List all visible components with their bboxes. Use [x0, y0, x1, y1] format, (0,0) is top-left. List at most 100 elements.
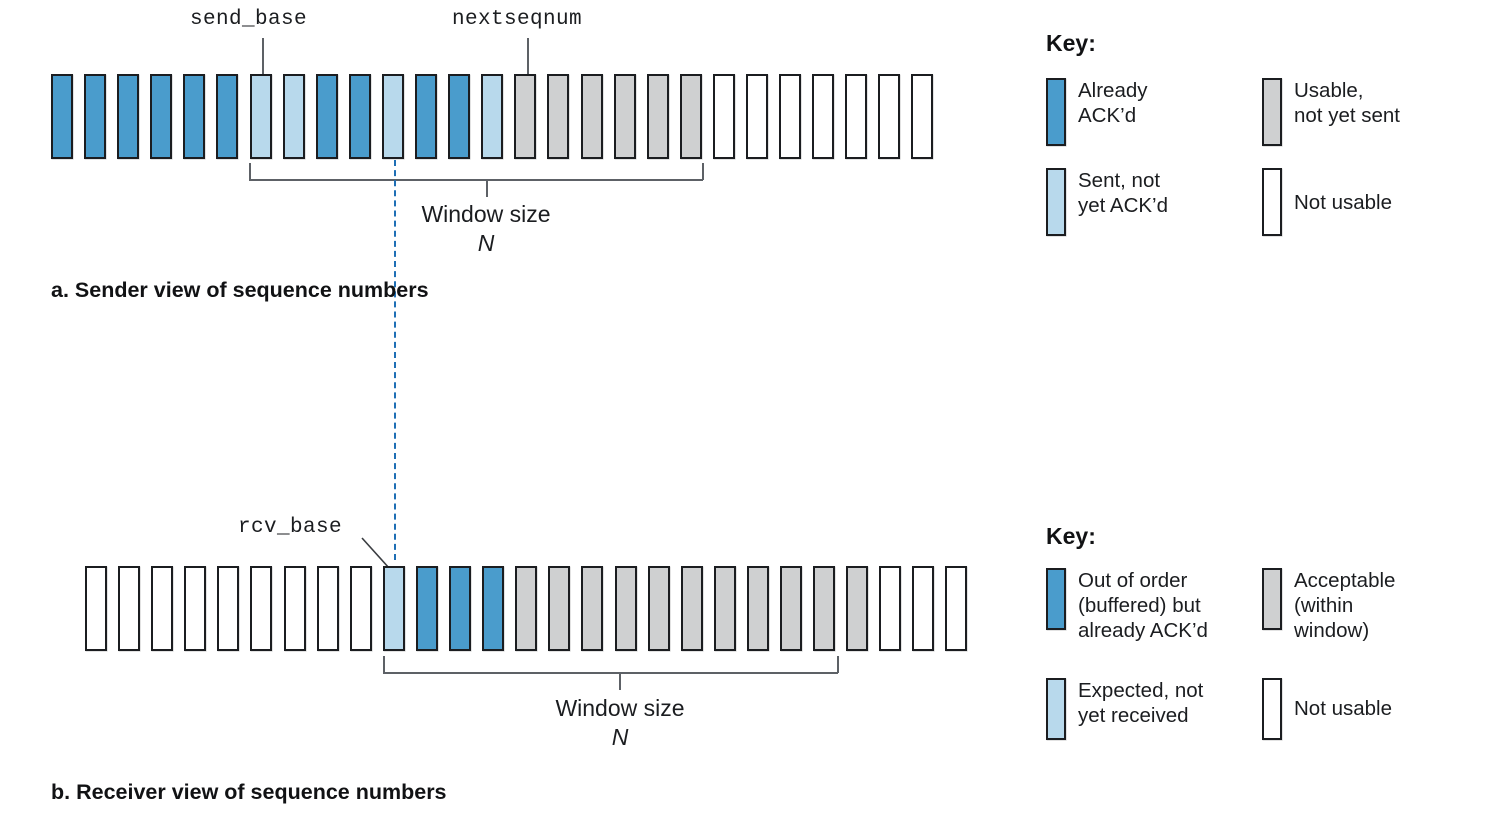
key-line-2: not yet sent	[1294, 104, 1400, 127]
sender-cell-15	[547, 74, 570, 159]
sender-cell-3	[150, 74, 173, 159]
key-line-1: Acceptable	[1294, 569, 1396, 592]
receiver-cell-2	[151, 566, 174, 651]
key-line-2: yet ACK’d	[1078, 194, 1169, 217]
key-receiver-label-not-usable: Not usable	[1294, 678, 1392, 721]
key-line-1: Sent, not	[1078, 169, 1161, 192]
sender-caption: a. Sender view of sequence numbers	[51, 278, 429, 302]
swatch-already-ackd	[1046, 78, 1066, 146]
key-line-1: Expected, not	[1078, 679, 1204, 702]
key-sender-label-usable-not-sent: Usable, not yet sent	[1294, 78, 1400, 128]
sender-window-size-label: Window size N	[336, 200, 636, 259]
alignment-guide-dashed-line	[394, 160, 396, 560]
swatch-not-usable	[1262, 678, 1282, 740]
swatch-expected-not-received	[1046, 678, 1066, 740]
key-sender-item-usable-not-sent: Usable, not yet sent	[1262, 78, 1400, 146]
receiver-window-bracket-left	[383, 656, 385, 673]
sender-cell-17	[613, 74, 636, 159]
key-sender-label-not-usable: Not usable	[1294, 168, 1392, 215]
sender-window-bracket-left	[249, 163, 251, 180]
receiver-cell-8	[349, 566, 372, 651]
sender-cell-1	[84, 74, 107, 159]
receiver-cell-17	[647, 566, 670, 651]
key-sender-item-sent-not-ackd: Sent, not yet ACK’d	[1046, 168, 1168, 236]
sender-cell-26	[911, 74, 934, 159]
sender-window-bracket-span	[249, 179, 703, 181]
key-sender-label-sent-not-ackd: Sent, not yet ACK’d	[1078, 168, 1168, 218]
receiver-cell-9	[382, 566, 405, 651]
key-receiver-item-out-of-order: Out of order (buffered) but already ACK’…	[1046, 568, 1208, 643]
sender-cell-2	[117, 74, 140, 159]
key-sender-item-not-usable: Not usable	[1262, 168, 1392, 236]
sender-window-bracket-right	[702, 163, 704, 180]
key-line-2: ACK’d	[1078, 104, 1137, 127]
key-receiver-item-expected: Expected, not yet received	[1046, 678, 1203, 740]
key-line-3: already ACK’d	[1078, 619, 1208, 642]
sender-cell-4	[183, 74, 206, 159]
receiver-cell-19	[713, 566, 736, 651]
swatch-sent-not-yet-ackd	[1046, 168, 1066, 236]
receiver-cell-24	[879, 566, 902, 651]
key-line-1: Not usable	[1294, 697, 1393, 720]
key-sender-item-already-ackd: Already ACK’d	[1046, 78, 1148, 146]
sender-window-size-symbol: N	[477, 230, 495, 257]
receiver-cell-4	[217, 566, 240, 651]
sender-cell-8	[315, 74, 338, 159]
receiver-cell-11	[449, 566, 472, 651]
receiver-cell-23	[846, 566, 869, 651]
swatch-not-usable	[1262, 168, 1282, 236]
receiver-cell-15	[581, 566, 604, 651]
receiver-cell-12	[482, 566, 505, 651]
swatch-acceptable-within-window	[1262, 568, 1282, 630]
receiver-cell-6	[283, 566, 306, 651]
key-line-2: (within	[1294, 594, 1354, 617]
key-receiver-label-expected: Expected, not yet received	[1078, 678, 1203, 728]
receiver-cell-0	[85, 566, 107, 651]
receiver-cell-3	[184, 566, 207, 651]
sender-window-bracket-stem	[486, 179, 488, 197]
sender-cell-16	[580, 74, 603, 159]
receiver-cell-7	[316, 566, 339, 651]
receiver-cell-1	[118, 566, 141, 651]
receiver-window-bracket-span	[383, 672, 838, 674]
receiver-window-bracket-right	[837, 656, 839, 673]
receiver-cell-13	[515, 566, 538, 651]
sender-cell-10	[381, 74, 404, 159]
sender-cell-0	[51, 74, 73, 159]
receiver-cell-10	[415, 566, 438, 651]
sender-cell-11	[415, 74, 438, 159]
receiver-caption: b. Receiver view of sequence numbers	[51, 780, 447, 804]
receiver-cell-26	[945, 566, 968, 651]
receiver-cell-5	[250, 566, 273, 651]
receiver-window-size-label: Window size N	[470, 694, 770, 753]
sender-cell-18	[646, 74, 669, 159]
receiver-cell-18	[680, 566, 703, 651]
key-line-2: yet received	[1078, 704, 1189, 727]
send-base-leader-line	[262, 38, 264, 74]
rcv-base-label: rcv_base	[238, 516, 343, 539]
receiver-cell-25	[912, 566, 935, 651]
sender-cell-6	[249, 74, 272, 159]
rcv-base-leader-line	[361, 537, 390, 569]
key-line-3: window)	[1294, 619, 1370, 642]
sender-cell-13	[481, 74, 504, 159]
sender-cell-9	[348, 74, 371, 159]
sender-cell-24	[845, 74, 868, 159]
sender-cell-22	[779, 74, 802, 159]
sender-cell-21	[745, 74, 768, 159]
nextseqnum-label: nextseqnum	[452, 8, 583, 31]
swatch-usable-not-yet-sent	[1262, 78, 1282, 146]
sender-sequence-row	[51, 74, 934, 159]
key-receiver-label-out-of-order: Out of order (buffered) but already ACK’…	[1078, 568, 1208, 643]
key-line-1: Out of order	[1078, 569, 1188, 592]
key-line-2: (buffered) but	[1078, 594, 1201, 617]
sender-cell-25	[878, 74, 901, 159]
receiver-cell-14	[548, 566, 571, 651]
receiver-cell-21	[779, 566, 802, 651]
receiver-cell-22	[813, 566, 836, 651]
sender-cell-20	[712, 74, 735, 159]
key-receiver-label-acceptable: Acceptable (within window)	[1294, 568, 1395, 643]
sender-cell-14	[514, 74, 537, 159]
sender-cell-19	[679, 74, 702, 159]
